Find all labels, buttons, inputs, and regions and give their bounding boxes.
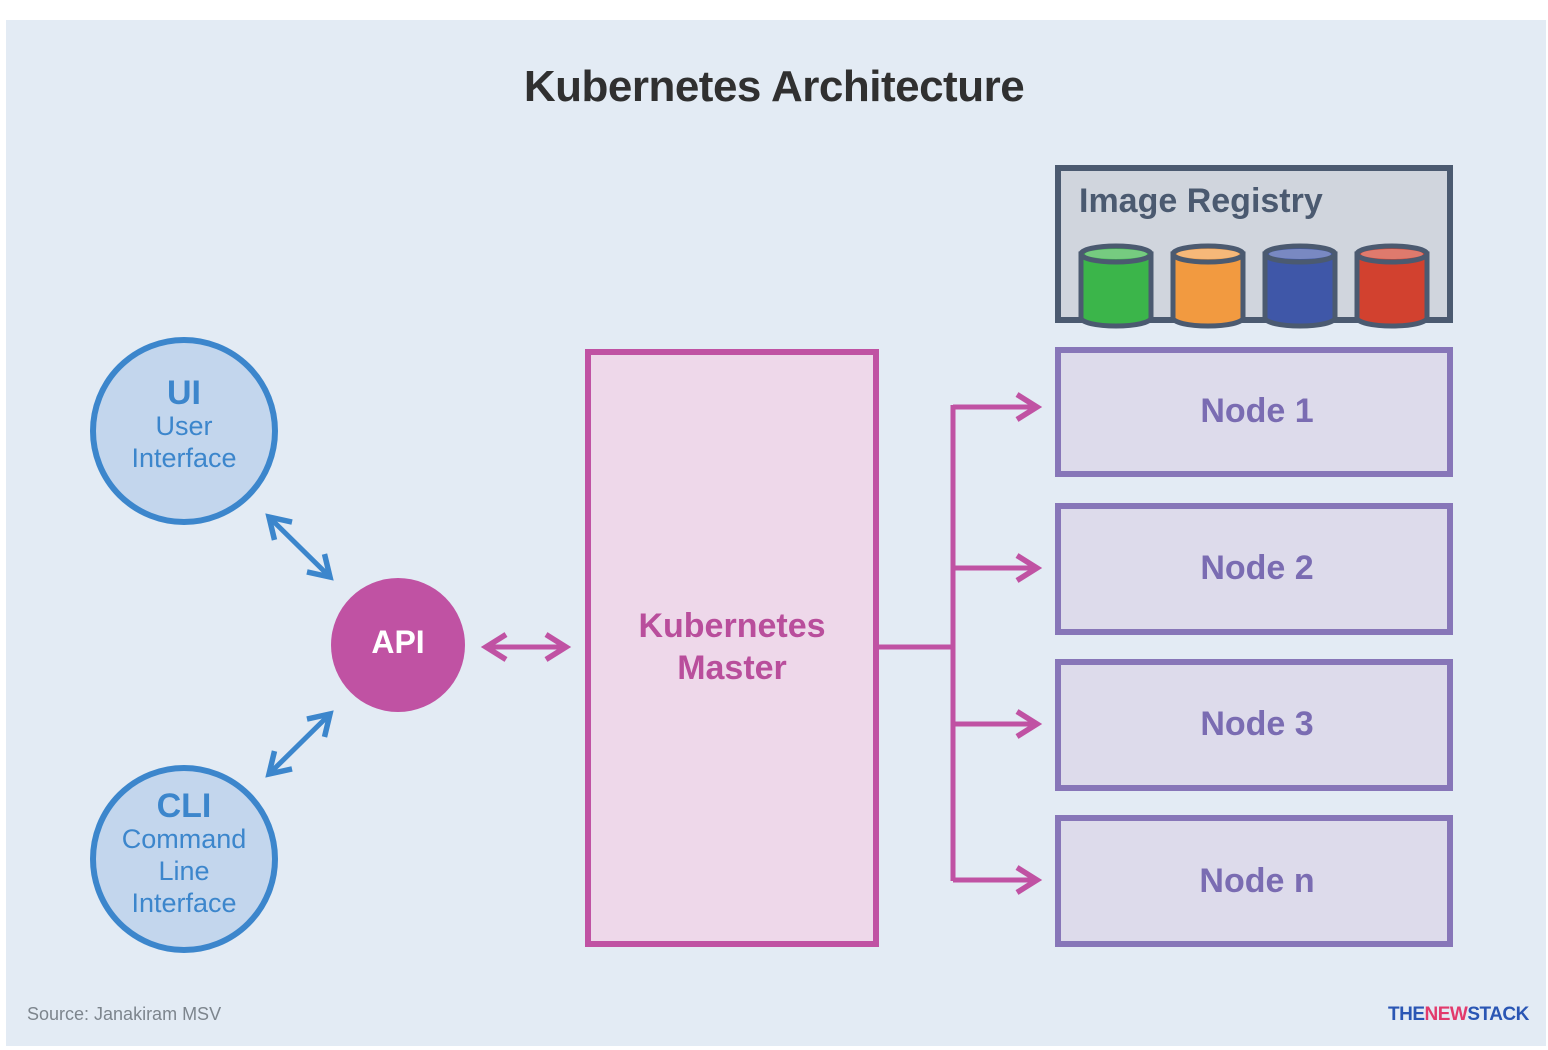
blue-image-cylinder — [1262, 243, 1338, 329]
logo-the: THE — [1388, 1004, 1425, 1025]
node-2-box — [1055, 503, 1453, 635]
node-n-box — [1055, 815, 1453, 947]
cli-label: CLI Command Line Interface — [91, 789, 277, 919]
ui-api-arrow — [265, 513, 334, 581]
node-3-label: Node 3 — [1200, 705, 1314, 743]
cli-api-arrow — [265, 710, 334, 778]
api-label: API — [371, 624, 425, 660]
master-line2: Master — [677, 649, 787, 687]
cli-line1: Command — [121, 824, 247, 854]
logo-stack: STACK — [1467, 1004, 1529, 1025]
cli-abbr: CLI — [156, 787, 212, 825]
ui-line2: Interface — [131, 443, 237, 473]
node-2-label: Node 2 — [1200, 549, 1314, 587]
green-image-cylinder — [1078, 243, 1154, 329]
ui-label: UI User Interface — [91, 376, 277, 474]
registry-images — [1078, 243, 1430, 329]
thenewstack-logo: THENEWSTACK — [1388, 1004, 1529, 1026]
cli-circle — [90, 765, 278, 953]
ui-abbr: UI — [167, 374, 201, 412]
cli-line2: Line — [158, 856, 210, 886]
cli-line3: Interface — [131, 888, 237, 918]
red-image-cylinder — [1354, 243, 1430, 329]
logo-new: NEW — [1424, 1004, 1468, 1025]
orange-image-cylinder — [1170, 243, 1246, 329]
node-1-label: Node 1 — [1200, 392, 1314, 430]
node-1-box — [1055, 347, 1453, 477]
source-credit: Source: Janakiram MSV — [27, 1004, 222, 1024]
node-3-box — [1055, 659, 1453, 791]
diagram-title: Kubernetes Architecture — [523, 62, 1025, 111]
api-circle — [331, 578, 465, 712]
ui-line1: User — [155, 411, 213, 441]
master-label: Kubernetes Master — [588, 605, 876, 689]
node-n-label: Node n — [1199, 862, 1315, 900]
master-line1: Kubernetes — [638, 607, 826, 645]
ui-circle — [90, 337, 278, 525]
image-registry-title: Image Registry — [1079, 182, 1323, 220]
master-box — [585, 349, 879, 947]
